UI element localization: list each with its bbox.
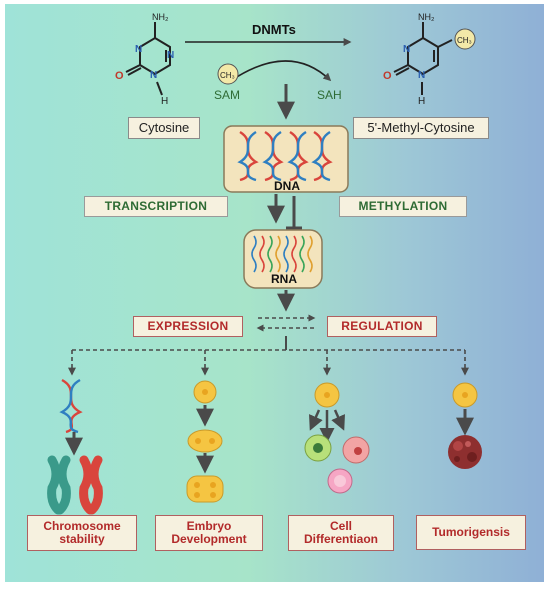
- enzyme-label: DNMTs: [252, 22, 296, 37]
- rna-strands-icon: [251, 235, 313, 273]
- methyl-cytosine-structure: [393, 22, 453, 76]
- cytosine-n-bottom: N: [150, 70, 157, 81]
- methyl-cytosine-n-bottom: N: [418, 70, 425, 81]
- expression-label: EXPRESSION: [133, 316, 243, 338]
- outcome-line1: Tumorigensis: [432, 525, 510, 539]
- outcome-line2: Development: [171, 532, 247, 547]
- sam-label: SAM: [214, 88, 240, 102]
- cytosine-nh2: NH₂: [152, 12, 169, 22]
- methyl-group-label: CH₃: [457, 36, 472, 45]
- cytosine-h: H: [161, 96, 168, 107]
- outcome-line1: Cell: [329, 519, 352, 533]
- cytosine-structure: [125, 22, 171, 76]
- outcome-line2: Differentiaon: [303, 532, 378, 547]
- rna-label: RNA: [271, 272, 297, 286]
- dna-box: [223, 125, 349, 193]
- outcome-line1: Embryo: [186, 519, 232, 533]
- sam-methyl-label: CH₃: [220, 71, 235, 80]
- embryo-cells-icon: [186, 380, 224, 503]
- cytosine-n1: N: [167, 50, 174, 61]
- chromosome-icon: [47, 455, 103, 515]
- cytosine-label: Cytosine: [128, 117, 200, 140]
- dna-label: DNA: [274, 179, 300, 193]
- regulation-label: REGULATION: [327, 316, 437, 338]
- tumor-icon: [448, 382, 482, 469]
- transcription-label: TRANSCRIPTION: [84, 196, 228, 218]
- cytosine-o: O: [115, 70, 124, 82]
- methyl-cytosine-h: H: [418, 96, 425, 107]
- outcome-cell-differentiation: Cell Differentiaon: [288, 515, 394, 552]
- outcome-embryo-development: Embryo Development: [155, 515, 263, 552]
- differentiation-cells-icon: [304, 382, 370, 494]
- outcome-line1: Chromosome: [43, 519, 121, 533]
- methyl-cytosine-o: O: [383, 70, 392, 82]
- cofactor-arrow: [231, 60, 332, 82]
- outcome-tumorigenesis: Tumorigensis: [416, 515, 526, 551]
- cytosine-n3: N: [135, 44, 142, 55]
- sam-methyl-bubble: [217, 63, 239, 85]
- dna-helix-icon: [237, 130, 333, 182]
- methyl-cytosine-label: 5'-Methyl-Cytosine: [353, 117, 489, 140]
- methylation-label: METHYLATION: [339, 196, 467, 218]
- sah-label: SAH: [317, 88, 342, 102]
- outcome-line2: stability: [59, 532, 105, 547]
- methyl-cytosine-nh2: NH₂: [418, 12, 435, 22]
- methyl-group-bubble: [454, 28, 476, 50]
- dna-small-icon: [59, 378, 83, 434]
- outcome-chromosome-stability: Chromosome stability: [27, 515, 137, 552]
- methyl-cytosine-n3: N: [403, 44, 410, 55]
